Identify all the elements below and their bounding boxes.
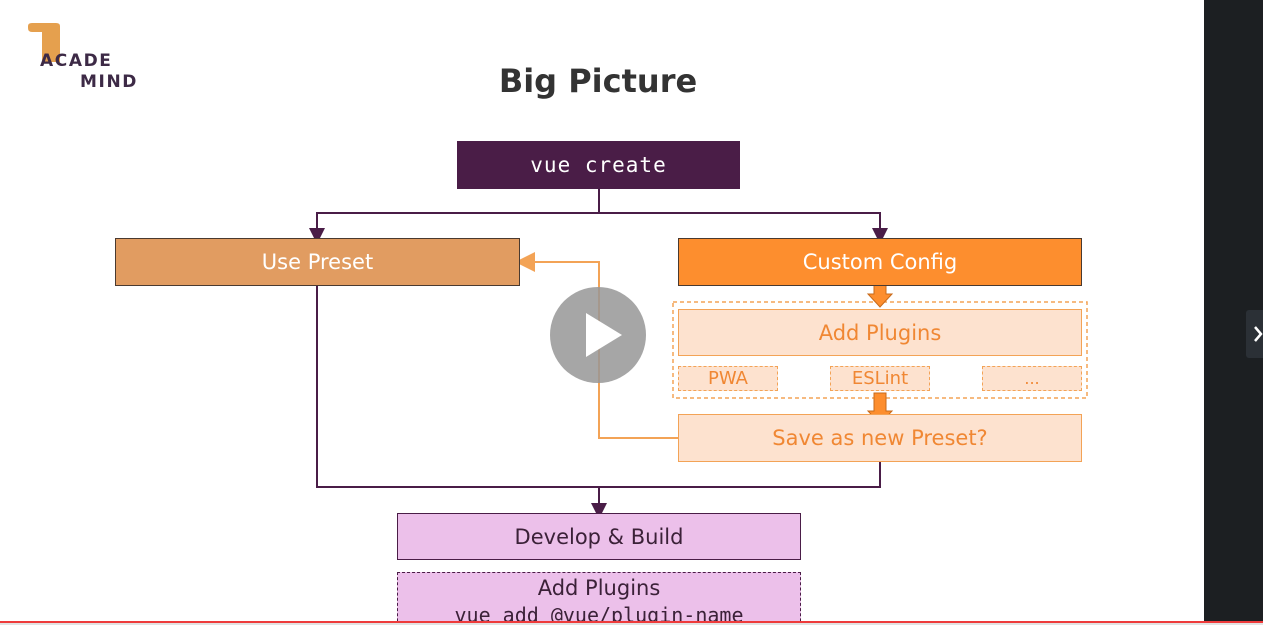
video-progress-bar[interactable] [0, 621, 1263, 625]
play-icon[interactable] [550, 287, 646, 383]
plugin-pwa: PWA [678, 366, 778, 391]
add-plugins-later-node: Add Plugins vue add @vue/plugin-name [397, 572, 801, 625]
save-preset-node: Save as new Preset? [678, 414, 1082, 462]
video-progress-fill [0, 621, 1263, 623]
develop-build-node: Develop & Build [397, 513, 801, 560]
slide-title: Big Picture [498, 62, 698, 100]
vue-create-node: vue create [457, 141, 740, 189]
slide: ACADE MIND Big Picture vue create Use Pr… [26, 22, 1088, 625]
logo-mark-icon [28, 23, 60, 62]
add-plugins-later-label: Add Plugins [537, 576, 661, 600]
add-plugin-command: vue add @vue/plugin-name [454, 603, 744, 625]
logo-word-top: ACADE [40, 51, 113, 71]
plugin-eslint: ESLint [830, 366, 930, 391]
custom-config-node: Custom Config [678, 238, 1082, 286]
use-preset-node: Use Preset [115, 238, 520, 286]
plugin-more: ... [982, 366, 1082, 391]
add-plugins-node: Add Plugins [678, 309, 1082, 356]
academind-logo: ACADE MIND [26, 22, 156, 94]
next-lecture-button[interactable] [1246, 310, 1263, 358]
chevron-right-icon [1254, 326, 1263, 342]
logo-word-bottom: MIND [80, 72, 138, 92]
